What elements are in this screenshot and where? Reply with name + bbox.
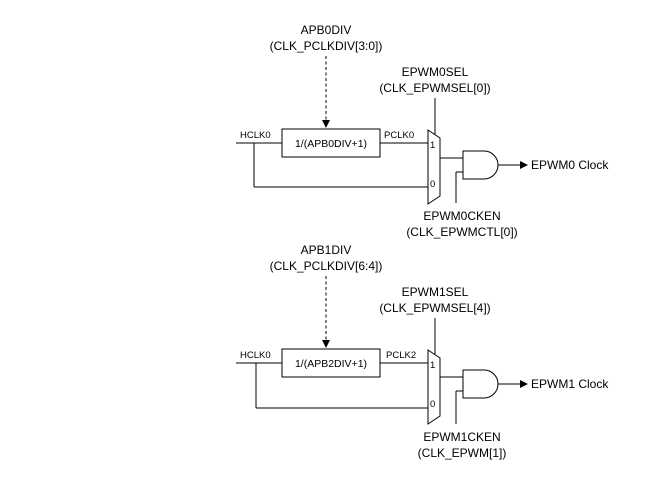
- epwm1-clock-path: APB1DIV (CLK_PCLKDIV[6:4]) HCLK0 1/(APB2…: [236, 243, 609, 460]
- divider-label: APB0DIV: [301, 23, 352, 37]
- mux-input-0: 0: [430, 399, 435, 410]
- mux-select-register: (CLK_EPWMSEL[0]): [379, 81, 490, 95]
- mux-input-0: 0: [430, 179, 435, 190]
- mux-input-1: 1: [430, 360, 435, 371]
- mux-select-label: EPWM1SEL: [402, 285, 469, 299]
- divider-formula: 1/(APB0DIV+1): [295, 138, 367, 150]
- divider-label: APB1DIV: [301, 243, 352, 257]
- enable-label: EPWM0CKEN: [423, 209, 500, 223]
- input-clock-label: HCLK0: [240, 350, 271, 361]
- mux-select-register: (CLK_EPWMSEL[4]): [379, 301, 490, 315]
- and-gate: [462, 369, 499, 399]
- epwm0-clock-path: APB0DIV (CLK_PCLKDIV[3:0]) HCLK0 1/(APB0…: [236, 23, 609, 239]
- clock-mux: [427, 349, 441, 425]
- divider-box: [281, 128, 381, 158]
- and-gate: [462, 150, 499, 180]
- divider-formula: 1/(APB2DIV+1): [295, 358, 367, 370]
- divider-box: [281, 348, 381, 378]
- enable-label: EPWM1CKEN: [423, 430, 500, 444]
- mux-select-label: EPWM0SEL: [402, 65, 469, 79]
- output-clock-label: EPWM0 Clock: [531, 158, 609, 172]
- mux-input-1: 1: [430, 140, 435, 151]
- divided-clock-label: PCLK0: [384, 130, 414, 141]
- divider-register: (CLK_PCLKDIV[6:4]): [270, 259, 383, 273]
- output-clock-label: EPWM1 Clock: [531, 377, 609, 391]
- divider-register: (CLK_PCLKDIV[3:0]): [270, 39, 383, 53]
- enable-register: (CLK_EPWM[1]): [418, 446, 507, 460]
- clock-mux: [427, 129, 441, 205]
- divided-clock-label: PCLK2: [386, 350, 416, 361]
- input-clock-label: HCLK0: [240, 130, 271, 141]
- enable-register: (CLK_EPWMCTL[0]): [406, 225, 517, 239]
